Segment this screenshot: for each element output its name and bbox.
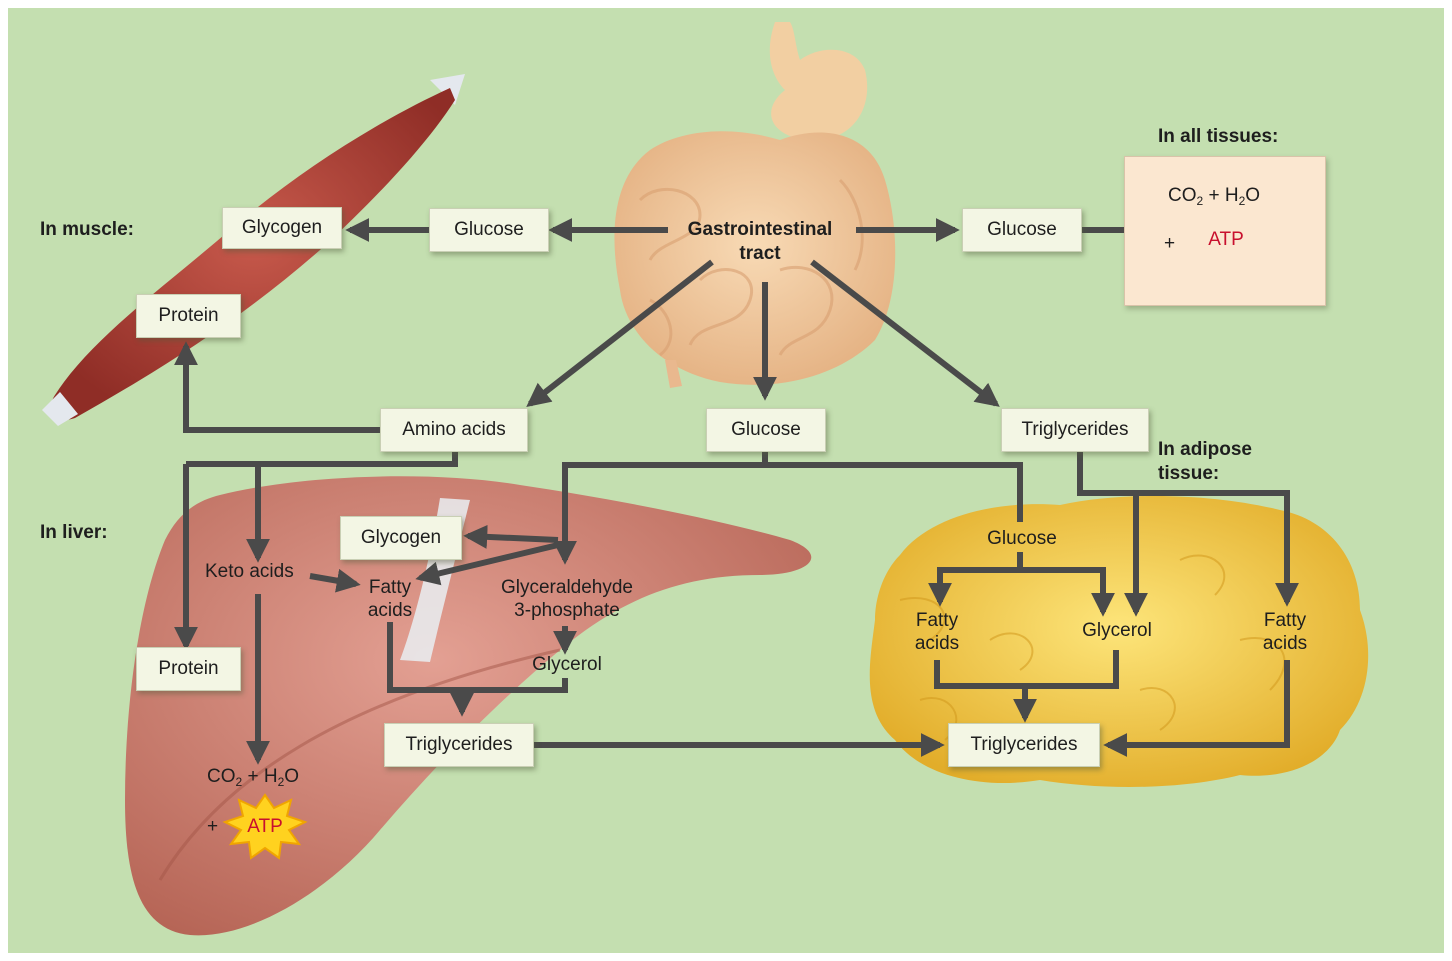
center-glucose-box: Glucose [706, 408, 826, 452]
liver-glycogen-box: Glycogen [340, 516, 462, 560]
label-in-adipose-line1: In adipose [1158, 438, 1252, 462]
atp-liver: ATP [224, 792, 306, 862]
label-in-all-tissues: In all tissues: [1158, 125, 1278, 149]
gi-tract-label-line2: tract [739, 242, 780, 266]
atp-tissues-label: ATP [1185, 205, 1267, 275]
adipose-glucose: Glucose [987, 527, 1057, 551]
atp-liver-label: ATP [224, 792, 306, 862]
liver-fatty-line1: Fatty [369, 576, 411, 600]
liver-triglycerides-box: Triglycerides [384, 723, 534, 767]
amino-acids-box: Amino acids [380, 408, 528, 452]
muscle-protein-box: Protein [136, 294, 241, 338]
liver-keto-acids: Keto acids [205, 560, 294, 584]
label-in-adipose-line2: tissue: [1158, 462, 1219, 486]
liver-plus: + [207, 815, 218, 839]
muscle-glycogen-box: Glycogen [222, 207, 342, 249]
atp-tissues: ATP [1185, 205, 1267, 275]
label-in-muscle: In muscle: [40, 218, 134, 242]
liver-glycerol: Glycerol [532, 653, 602, 677]
gi-tract-label-line1: Gastrointestinal [688, 218, 833, 242]
label-in-liver: In liver: [40, 521, 108, 545]
triglycerides-top-box: Triglycerides [1001, 408, 1149, 452]
liver-co2-h2o: CO2 + H2O [207, 765, 299, 794]
adipose-fatty-left-line1: Fatty [916, 609, 958, 633]
adipose-fatty-left-line2: acids [915, 632, 959, 656]
liver-protein-box: Protein [136, 647, 241, 691]
adipose-fatty-right-line1: Fatty [1264, 609, 1306, 633]
liver-gap-line1: Glyceraldehyde [501, 576, 633, 600]
adipose-fatty-right-line2: acids [1263, 632, 1307, 656]
liver-gap-line2: 3-phosphate [514, 599, 620, 623]
adipose-glycerol: Glycerol [1082, 619, 1152, 643]
muscle-glucose-box: Glucose [429, 208, 549, 252]
adipose-triglycerides-box: Triglycerides [948, 723, 1100, 767]
tissue-glucose-box: Glucose [962, 208, 1082, 252]
arrow-glucose-to-liver-glycogen [468, 536, 558, 540]
tissues-plus: + [1164, 232, 1175, 256]
liver-fatty-line2: acids [368, 599, 412, 623]
